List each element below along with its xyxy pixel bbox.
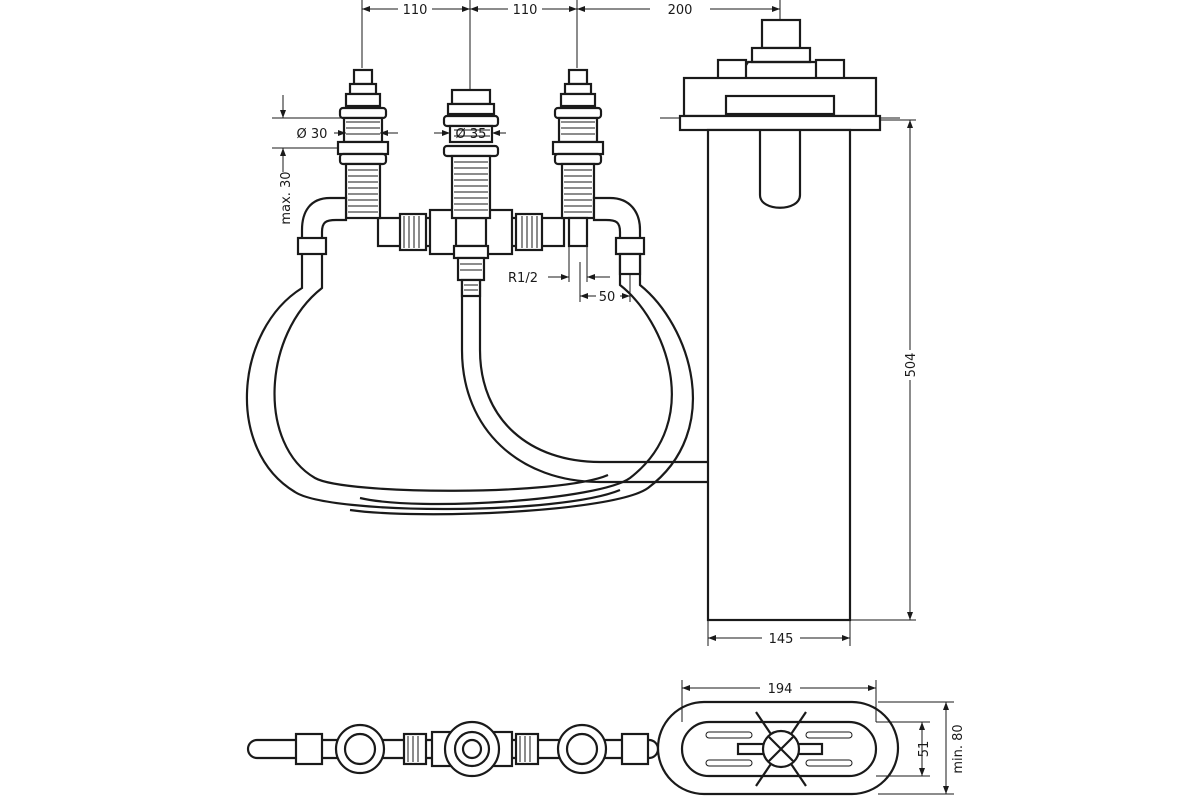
left-dimension-lines (272, 95, 506, 172)
dim-body-width: 145 (769, 632, 794, 647)
valve-left (296, 68, 390, 256)
dim-plan-inner-height: 51 (917, 741, 932, 758)
lower-dimension-lines (548, 246, 631, 302)
dim-spacing-right: 110 (513, 3, 538, 18)
dim-plan-min-height: min. 80 (951, 724, 966, 773)
body-dimension-lines (707, 119, 916, 646)
dim-thread: R1/2 (508, 271, 538, 286)
plan-view-valve-center (430, 720, 514, 778)
dim-plan-width: 194 (768, 682, 793, 697)
valve-center (442, 88, 500, 298)
dim-offset: 50 (599, 290, 616, 305)
spout-body (660, 18, 900, 622)
valve-right (551, 68, 646, 276)
plan-view-spout (656, 700, 900, 796)
manifold-pipe (376, 208, 566, 256)
hose-left-loop (245, 250, 695, 516)
plan-view-valve-right (556, 723, 608, 775)
dim-body-height: 504 (904, 353, 919, 378)
top-dimension-lines (361, 0, 781, 92)
dim-outer-valve-diameter: Ø 30 (297, 127, 328, 142)
dim-center-diameter: Ø 35 (456, 127, 487, 142)
dim-spacing-spout: 200 (668, 3, 693, 18)
plan-view-valve-left (334, 723, 386, 775)
dim-spacing-left: 110 (403, 3, 428, 18)
dim-max-thickness: max. 30 (279, 171, 294, 224)
hose-center-loop (460, 280, 708, 484)
plan-dimension-lines (681, 680, 954, 795)
